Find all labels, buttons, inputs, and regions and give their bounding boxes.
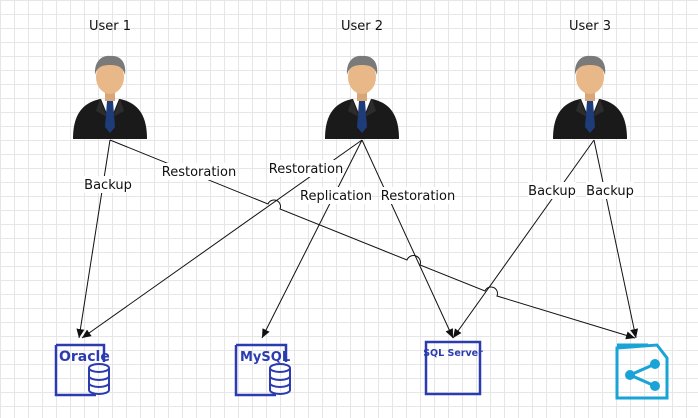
user-2[interactable]: User 2	[325, 19, 399, 139]
edge-label-user2-replication: Replication	[300, 187, 372, 204]
edge-label-user2-restoration-right: Restoration	[381, 187, 455, 204]
svg-text:Backup: Backup	[586, 184, 634, 199]
edge-label-user2-restoration-left: Restoration	[269, 160, 343, 177]
user-2-label: User 2	[341, 19, 383, 34]
user-3[interactable]: User 3	[553, 19, 627, 139]
user-1-label: User 1	[89, 19, 131, 34]
db-mysql[interactable]: MySQL	[234, 343, 291, 397]
edge-label-user3-backup-left: Backup	[528, 182, 576, 199]
svg-text:Restoration: Restoration	[269, 162, 343, 177]
edge-user3-dataarts	[593, 139, 639, 339]
db-sqlserver-label: SQL Server	[423, 348, 483, 359]
edge-user2-mysql	[261, 139, 363, 339]
edge-label-user3-backup-right: Backup	[586, 182, 634, 199]
db-sqlserver[interactable]: SQL Server	[423, 340, 483, 396]
svg-text:Backup: Backup	[84, 178, 132, 193]
user-1[interactable]: User 1	[73, 19, 147, 139]
edge-user3-sqlserver	[452, 139, 595, 339]
user-1-person-icon	[73, 55, 147, 139]
user-3-label: User 3	[569, 19, 611, 34]
edge-label-user1-restoration: Restoration	[162, 163, 236, 180]
edge-user1-oracle	[76, 139, 111, 339]
svg-text:Restoration: Restoration	[162, 165, 236, 180]
db-share-document-icon[interactable]	[615, 343, 669, 400]
db-oracle-cylinder-icon	[88, 363, 110, 395]
edge-user2-sqlserver	[361, 139, 454, 339]
db-oracle[interactable]: Oracle	[54, 343, 110, 397]
db-mysql-label: MySQL	[240, 350, 290, 365]
svg-text:Replication: Replication	[300, 189, 372, 204]
db-mysql-cylinder-icon	[269, 363, 291, 395]
edge-label-user1-backup: Backup	[84, 176, 132, 193]
user-2-person-icon	[325, 55, 399, 139]
svg-text:Backup: Backup	[528, 184, 576, 199]
db-oracle-label: Oracle	[59, 349, 110, 365]
svg-text:Restoration: Restoration	[381, 189, 455, 204]
user-3-person-icon	[553, 55, 627, 139]
